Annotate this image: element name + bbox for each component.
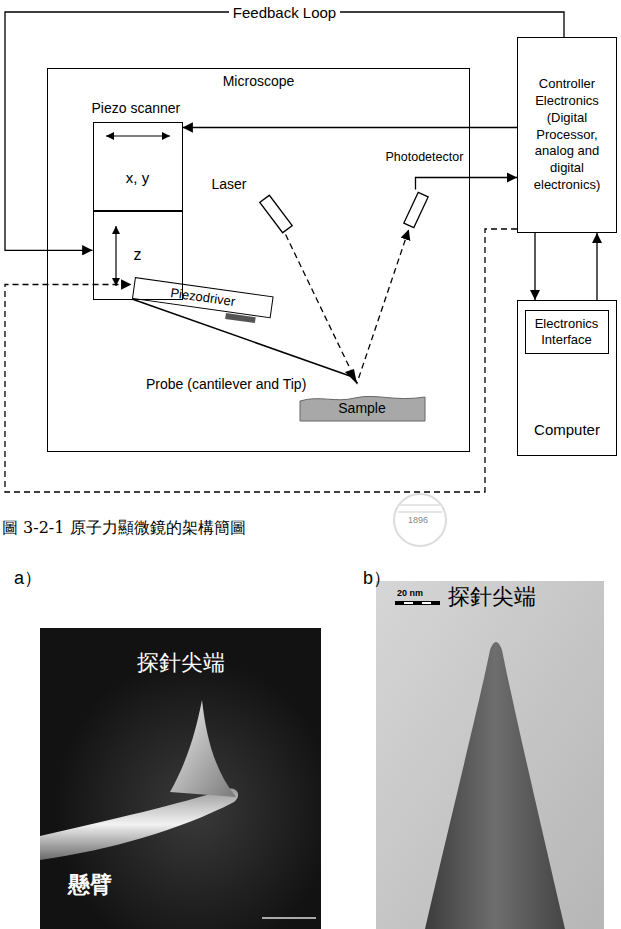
detector-body <box>403 192 427 227</box>
watermark-ring <box>394 494 446 546</box>
node-label: x, y <box>126 169 149 187</box>
edge-label: Feedback Loop <box>229 4 340 21</box>
scale-bar <box>262 917 316 919</box>
node-label: Piezodriver <box>169 285 236 309</box>
piezo-element <box>225 313 256 323</box>
piezodriver-bar: Piezodriver <box>131 277 273 318</box>
watermark-logo <box>394 494 446 546</box>
node-label: Sample <box>338 400 385 417</box>
controller-box: Controller Electronics (Digital Processo… <box>517 37 617 233</box>
scale-bar <box>395 601 440 605</box>
sample-stage: Sample <box>300 393 425 421</box>
node-heading: Laser <box>212 176 247 193</box>
laser-body <box>259 195 291 233</box>
figure-caption: 圖 3-2-1 原子力顯微鏡的架構簡圖 <box>2 518 246 539</box>
tip-label: 探針尖端 <box>137 648 225 678</box>
connector <box>416 178 518 190</box>
node-heading: Photodetector <box>386 150 464 165</box>
tem-photo-b <box>376 581 604 929</box>
tip-image <box>170 700 236 797</box>
connector <box>286 230 409 384</box>
connector <box>5 12 564 250</box>
node-label: z <box>134 245 142 264</box>
sample-body <box>300 396 425 421</box>
piezo-scanner-z: z <box>93 210 183 300</box>
node-label: Electronics Interface <box>528 316 606 347</box>
panel-letter: a） <box>14 566 42 590</box>
watermark-stripes <box>398 505 442 512</box>
z-motion-arrow <box>115 226 116 286</box>
node-label: Controller Electronics (Digital Processo… <box>522 76 612 194</box>
tip-label: 探針尖端 <box>448 582 536 612</box>
tip-image <box>425 642 565 929</box>
scale-label: 20 nm <box>397 588 423 598</box>
scale-bar-tick <box>422 602 431 604</box>
sem-photo-a <box>40 628 321 929</box>
xy-motion-arrow <box>106 135 170 136</box>
photo-ground <box>376 581 604 929</box>
laser-outline <box>258 193 294 235</box>
node-label: Microscope <box>223 73 295 90</box>
pd-outline <box>402 190 430 230</box>
connector <box>5 229 517 492</box>
node-label: Computer <box>534 421 600 439</box>
connector <box>183 127 518 128</box>
microscope-housing: Piezo scannerx, yzLaserPhotodetectorPiez… <box>47 68 470 452</box>
panel-letter: b） <box>363 566 391 590</box>
node-heading: Piezo scanner <box>92 100 181 117</box>
scale-bar-tick <box>404 602 413 604</box>
interface-box: Electronics Interface <box>525 310 609 354</box>
photodetector: Photodetector <box>402 190 430 230</box>
watermark-text: 1896 <box>408 515 428 525</box>
connector <box>534 233 535 300</box>
connector <box>596 233 597 300</box>
cantilever-label: 懸臂 <box>68 870 112 900</box>
laser-source: Laser <box>258 193 294 235</box>
probe-label: Probe (cantilever and Tip) <box>146 376 306 392</box>
cantilever-line <box>132 299 350 376</box>
computer-box: Electronics InterfaceComputer <box>517 300 617 456</box>
photo-ground <box>40 628 321 929</box>
cantilever-image <box>40 788 238 860</box>
piezo-scanner-xy: Piezo scannerx, y <box>93 122 183 212</box>
